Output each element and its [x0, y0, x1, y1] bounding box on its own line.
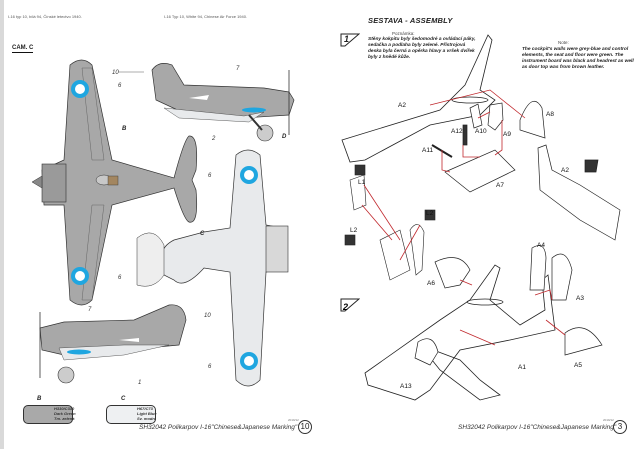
color-swatch-dark-green: [23, 405, 73, 424]
callout-6b: 6: [208, 173, 212, 179]
color-label-light-blue: H67/C73 Light Blue Sv. modrá: [137, 406, 157, 421]
callout-2: 2: [211, 136, 216, 142]
seat-assembly: [344, 164, 436, 281]
footer-date: 2019/12: [603, 418, 614, 422]
cockpit-parts: [431, 100, 546, 193]
label-A4: A4: [537, 242, 545, 249]
fuselage-half-A2: [341, 34, 496, 163]
footer-title: SH32042 Polikarpov I-16"Chinese&Japanese…: [458, 424, 617, 431]
side-view-right-plane: [151, 63, 295, 142]
right-page-assembly: SESTAVA - ASSEMBLY 1 Poznámka: Stěny kok…: [320, 0, 634, 449]
label-L2b: L2: [350, 227, 358, 234]
top-view-plane: [31, 59, 198, 306]
step-2-badge: [340, 298, 360, 312]
label-A13: A13: [400, 383, 412, 390]
label-L1: L1: [358, 179, 366, 186]
label-A9: A9: [503, 131, 511, 138]
label-A6: A6: [427, 280, 435, 287]
color-name-cz: Tm. zelená: [54, 416, 75, 421]
callout-10b: 10: [204, 313, 211, 319]
label-L2: L2: [426, 210, 434, 217]
callout-7: 7: [236, 66, 240, 72]
label-A5: A5: [574, 362, 582, 369]
callout-7b: 7: [88, 307, 92, 313]
label-A12: A12: [451, 128, 463, 135]
callout-6d: 6: [208, 364, 212, 370]
color-swatch-light-blue: [106, 405, 156, 424]
footer-date: 2019/12: [288, 418, 299, 422]
label-A8: A8: [546, 111, 554, 118]
note-en-text: The cockpit's walls were grey-blue and c…: [522, 47, 634, 70]
part-labels: A2 A8 A12 A10 A9 A11 A7 A2 L1 L2 L2 A4 A…: [350, 102, 584, 390]
callout-6: 6: [118, 83, 122, 89]
color-name-en: Dark Green: [54, 411, 76, 416]
left-page-camouflage: I-16 typ 10, bílá 94, Čínské letectvo 19…: [4, 0, 317, 449]
label-A11: A11: [422, 147, 433, 154]
step-1-number: 1: [344, 34, 350, 44]
callout-6c: 6: [118, 275, 122, 281]
side-view-left-plane: [39, 304, 187, 384]
label-A2: A2: [398, 102, 406, 109]
swatch-letter-C: C: [121, 396, 126, 402]
header-left-en: I-16 Typ 10, White 94, Chinese Air Force…: [164, 14, 248, 19]
callout-C: C: [200, 231, 205, 237]
color-label-dark-green: H330/C330 Dark Green Tm. zelená: [54, 406, 76, 421]
label-A7: A7: [496, 182, 504, 189]
footer-title: SH32042 Polikarpov I-16"Chinese&Japanese…: [139, 424, 298, 431]
label-A10: A10: [475, 128, 487, 135]
camouflage-drawings: 10 6 7 B 2 D 6 C 6 7 10 1 6: [31, 59, 295, 387]
header-left-cz: I-16 typ 10, bílá 94, Čínské letectvo 19…: [8, 14, 82, 19]
page-number: 3: [613, 420, 627, 434]
tail-part-A2: [537, 144, 621, 241]
leader-lines: [361, 89, 566, 346]
callout-1: 1: [138, 380, 141, 386]
note-cz-text: Stěny kokpitu byly šedomodré a ovládací …: [368, 37, 476, 60]
color-name-en: Light Blue: [137, 411, 157, 416]
bottom-view-plane: [136, 149, 289, 387]
label-A2b: A2: [561, 167, 569, 174]
color-code: H67/C73: [137, 406, 153, 411]
callouts: 10 6 7 B 2 D 6 C 6 7 10 1 6: [88, 66, 287, 386]
step-2-number: 2: [342, 302, 348, 312]
color-code: H330/C330: [54, 406, 75, 411]
color-name-cz: Sv. modrá: [137, 416, 157, 421]
callout-10: 10: [112, 70, 119, 76]
assembly-drawings: 2 A2 A8 A12 A10 A9 A11 A7 A2 L1: [340, 34, 621, 401]
page-edge-bar: [0, 0, 4, 449]
step-1-badge: [340, 33, 360, 47]
camouflage-label: CAM. C: [12, 45, 34, 53]
note-en-heading: Note:: [558, 40, 569, 45]
note-cz-heading: Poznámka:: [392, 31, 415, 36]
label-A3: A3: [576, 295, 584, 302]
swatch-letter-B: B: [37, 396, 42, 402]
page-number: 10: [298, 420, 312, 434]
assembly-title: SESTAVA - ASSEMBLY: [368, 16, 453, 25]
label-A1: A1: [518, 364, 526, 371]
callout-B: B: [122, 126, 127, 132]
callout-D: D: [282, 134, 287, 140]
